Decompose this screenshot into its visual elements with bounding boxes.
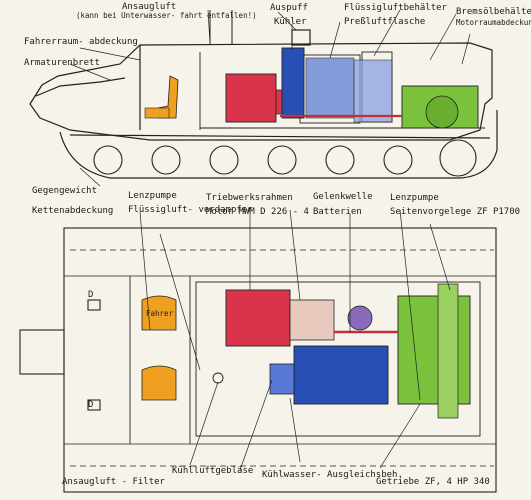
label-fahrer: Fahrer	[146, 309, 174, 318]
label-ansaugluft: Ansaugluft	[122, 2, 177, 12]
radiator-side	[281, 47, 305, 119]
label-kuehlwasser: Kühlwasser- Ausgleichsbeh.	[262, 470, 403, 480]
hull-nose	[35, 77, 126, 97]
exhaust-stack	[291, 29, 311, 46]
label-lenzpumpe-left: Lenzpumpe	[128, 191, 177, 201]
top-view	[19, 227, 497, 493]
pump-top	[347, 305, 373, 331]
engine-top	[225, 289, 291, 347]
air-tanks-side	[305, 57, 355, 119]
label-motorraumabdeckung: Motorraumabdeckung	[456, 18, 531, 27]
road-wheel	[151, 145, 181, 175]
road-wheel	[93, 145, 123, 175]
road-wheel	[383, 145, 413, 175]
front-hatch	[19, 329, 65, 375]
label-pressluftflasche: Preßluftflasche	[344, 17, 426, 27]
label-lenzpumpe-right: Lenzpumpe	[390, 193, 439, 203]
coolant-tank-top	[269, 363, 295, 395]
track-upper	[69, 134, 491, 139]
track-outline	[59, 110, 498, 179]
label-fluessigluftverdampfer: Flüssigluft- verdampfer	[128, 205, 253, 215]
label-gegengewicht: Gegengewicht	[32, 186, 98, 196]
label-auspuff: Auspuff	[270, 3, 308, 13]
road-wheel	[209, 145, 239, 175]
top-components	[141, 283, 471, 419]
label-seitenvorgelege: Seitenvorgelege ZF P1700	[390, 207, 521, 217]
label-batterien: Batterien	[313, 207, 362, 217]
label-triebwerksrahmen: Triebwerksrahmen	[206, 193, 293, 203]
label-armaturenbrett: Armaturenbrett	[24, 58, 100, 68]
label-ansaugluft-note: (kann bei Unterwasser- fahrt entfallen!)	[76, 11, 257, 20]
label-fluessigluftbehaelter: Flüssigluftbehälter	[344, 3, 447, 13]
engine-bay	[195, 281, 481, 437]
leader-lines	[69, 9, 471, 471]
label-kuehler: Kühler	[274, 17, 307, 27]
road-wheel	[267, 145, 297, 175]
radiator-top	[293, 345, 389, 405]
label-fahrerraum: Fahrerraum- abdeckung	[24, 37, 138, 47]
gearbox-top	[397, 295, 471, 405]
label-bremsoelbehaelter: Bremsölbehälter	[456, 7, 531, 17]
label-kettenabdeckung: Kettenabdeckung	[32, 206, 114, 216]
label-getriebe: Getriebe ZF, 4 HP 340	[376, 477, 490, 487]
drive-sprocket	[439, 139, 477, 177]
label-gelenkwelle: Gelenkwelle	[313, 192, 373, 202]
engine-side	[225, 73, 277, 123]
batteries-top	[289, 299, 335, 341]
side-components	[144, 47, 479, 129]
label-motor: Motor MWM D 226 - 4	[206, 207, 309, 217]
side-road-wheels	[93, 139, 477, 177]
label-kuehlluftgeblaese: Kühlluftgebläse	[172, 466, 254, 476]
codriver-seat-top	[141, 365, 177, 401]
label-d-mark-2: D	[88, 400, 94, 410]
label-d-mark-1: D	[88, 290, 94, 300]
road-wheel	[325, 145, 355, 175]
hull-outline	[29, 42, 493, 141]
label-ansaugluft-filter: Ansaugluft - Filter	[62, 477, 165, 487]
